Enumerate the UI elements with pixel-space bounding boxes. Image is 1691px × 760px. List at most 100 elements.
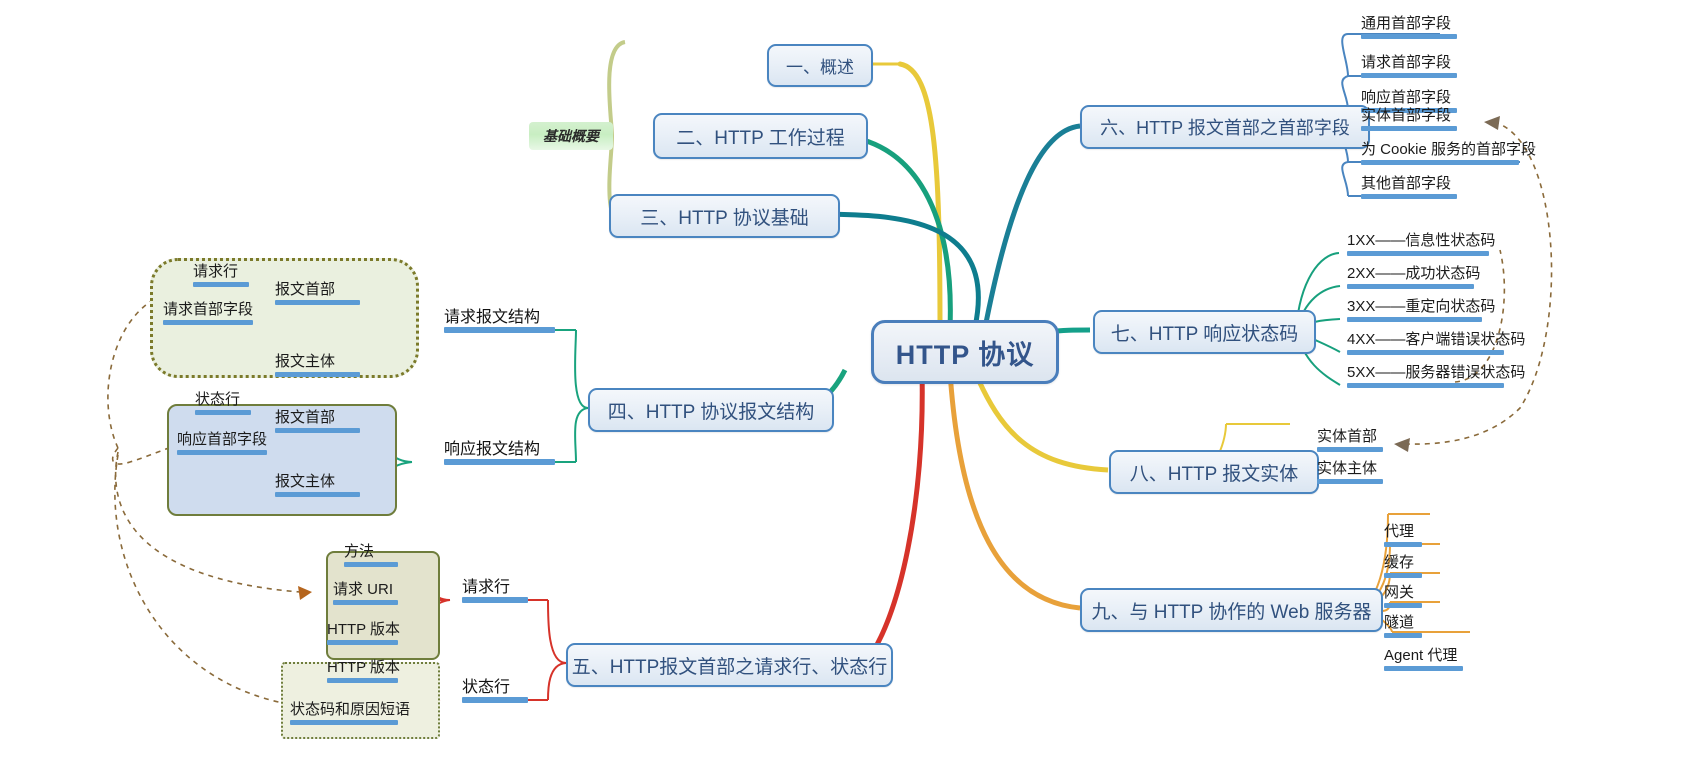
leaf-label: Agent 代理 [1384, 647, 1458, 664]
branch-label: 九、与 HTTP 协作的 Web 服务器 [1091, 601, 1372, 623]
leaf-label: 2XX——成功状态码 [1347, 265, 1481, 282]
leaf-underline [275, 492, 360, 497]
leaf-underline [444, 459, 555, 465]
leaf-underline [1384, 666, 1463, 671]
leaf-label: 响应首部字段 [177, 431, 268, 448]
branch-node-overview-3[interactable]: 三、HTTP 协议基础 [609, 194, 840, 238]
leaf-http-version-request[interactable]: HTTP 版本 [327, 620, 400, 645]
leaf-request-header-fields[interactable]: 请求首部字段 [163, 300, 254, 325]
leaf-label: 报文首部 [275, 409, 336, 426]
leaf-underline [195, 410, 251, 415]
leaf-underline [1347, 284, 1474, 289]
group-response-message [167, 404, 397, 516]
leaf-response-structure[interactable]: 响应报文结构 [444, 440, 555, 465]
leaf-label: 其他首部字段 [1361, 175, 1452, 192]
leaf-request-body[interactable]: 报文主体 [275, 352, 360, 377]
leaf-eight-1[interactable]: 实体首部 [1317, 427, 1383, 452]
branch-node-overview-1[interactable]: 一、概述 [767, 44, 873, 87]
leaf-request-line-ref[interactable]: 请求行 [193, 262, 249, 287]
leaf-status-code-reason[interactable]: 状态码和原因短语 [290, 700, 410, 725]
central-topic[interactable]: HTTP 协议 [871, 320, 1059, 384]
leaf-response-body[interactable]: 报文主体 [275, 472, 360, 497]
branch-label: 一、概述 [786, 58, 854, 77]
leaf-label: 代理 [1384, 523, 1415, 540]
branch-node-six[interactable]: 六、HTTP 报文首部之首部字段 [1080, 105, 1370, 149]
leaf-underline [1347, 350, 1504, 355]
leaf-underline [163, 320, 253, 325]
leaf-label: 请求首部字段 [163, 301, 254, 318]
leaf-underline [1384, 633, 1422, 638]
branch-label: 六、HTTP 报文首部之首部字段 [1100, 118, 1350, 138]
leaf-underline [1361, 160, 1519, 165]
leaf-status-line-ref[interactable]: 状态行 [195, 390, 251, 415]
leaf-underline [1384, 542, 1422, 547]
leaf-seven-2[interactable]: 2XX——成功状态码 [1347, 264, 1480, 289]
leaf-label: 请求 URI [333, 581, 394, 598]
leaf-six-2[interactable]: 请求首部字段 [1361, 53, 1457, 78]
leaf-request-line[interactable]: 请求行 [462, 578, 528, 603]
leaf-eight-2[interactable]: 实体主体 [1317, 459, 1383, 484]
leaf-request-structure[interactable]: 请求报文结构 [444, 308, 555, 333]
leaf-label: 请求首部字段 [1361, 54, 1452, 71]
branch-node-four[interactable]: 四、HTTP 协议报文结构 [588, 388, 834, 432]
leaf-seven-1[interactable]: 1XX——信息性状态码 [1347, 231, 1495, 256]
leaf-underline [275, 428, 360, 433]
leaf-six-6[interactable]: 其他首部字段 [1361, 174, 1457, 199]
leaf-underline [333, 600, 398, 605]
leaf-label: 隧道 [1384, 614, 1415, 631]
leaf-underline [1347, 317, 1482, 322]
leaf-response-header[interactable]: 报文首部 [275, 408, 360, 433]
branch-label: 三、HTTP 协议基础 [640, 207, 809, 229]
leaf-label: 实体首部字段 [1361, 107, 1452, 124]
leaf-label: 状态行 [462, 679, 511, 696]
branch-node-overview-2[interactable]: 二、HTTP 工作过程 [653, 113, 868, 159]
leaf-response-header-fields[interactable]: 响应首部字段 [177, 430, 268, 455]
leaf-nine-2[interactable]: 缓存 [1384, 553, 1422, 578]
leaf-label: HTTP 版本 [327, 659, 401, 676]
leaf-status-line[interactable]: 状态行 [462, 678, 528, 703]
leaf-underline [1347, 383, 1504, 388]
branch-node-five[interactable]: 五、HTTP报文首部之请求行、状态行 [566, 643, 893, 687]
leaf-underline [1361, 194, 1457, 199]
leaf-six-1[interactable]: 通用首部字段 [1361, 14, 1457, 39]
leaf-label: 报文主体 [275, 353, 336, 370]
leaf-underline [275, 372, 360, 377]
leaf-seven-4[interactable]: 4XX——客户端错误状态码 [1347, 330, 1525, 355]
leaf-label: 为 Cookie 服务的首部字段 [1361, 141, 1537, 158]
leaf-underline [1347, 251, 1489, 256]
leaf-six-5[interactable]: 为 Cookie 服务的首部字段 [1361, 140, 1536, 165]
leaf-label: 缓存 [1384, 554, 1415, 571]
leaf-seven-3[interactable]: 3XX——重定向状态码 [1347, 297, 1495, 322]
leaf-underline [177, 450, 267, 455]
leaf-label: 实体首部 [1317, 428, 1378, 445]
leaf-underline [462, 597, 528, 603]
leaf-nine-5[interactable]: Agent 代理 [1384, 646, 1463, 671]
leaf-request-uri[interactable]: 请求 URI [333, 580, 398, 605]
leaf-label: 请求行 [462, 579, 511, 596]
leaf-http-version-status[interactable]: HTTP 版本 [327, 658, 401, 683]
leaf-nine-1[interactable]: 代理 [1384, 522, 1422, 547]
leaf-label: 5XX——服务器错误状态码 [1347, 364, 1526, 381]
leaf-underline [275, 300, 360, 305]
relationship-label-text: 基础概要 [543, 128, 599, 144]
leaf-label: 报文首部 [275, 281, 336, 298]
leaf-six-3[interactable]: 响应首部字段 [1361, 88, 1457, 113]
leaf-seven-5[interactable]: 5XX——服务器错误状态码 [1347, 363, 1525, 388]
relationship-label-overview[interactable]: 基础概要 [529, 122, 613, 150]
leaf-label: 实体主体 [1317, 460, 1378, 477]
branch-node-seven[interactable]: 七、HTTP 响应状态码 [1093, 310, 1316, 354]
leaf-request-header[interactable]: 报文首部 [275, 280, 360, 305]
leaf-underline [1361, 73, 1457, 78]
branch-label: 八、HTTP 报文实体 [1129, 463, 1299, 485]
leaf-underline [193, 282, 249, 287]
branch-label: 四、HTTP 协议报文结构 [607, 401, 815, 423]
leaf-six-4[interactable]: 实体首部字段 [1361, 106, 1457, 131]
leaf-underline [444, 327, 555, 333]
leaf-underline [327, 640, 398, 645]
leaf-nine-4[interactable]: 隧道 [1384, 613, 1422, 638]
leaf-underline [1384, 603, 1422, 608]
leaf-nine-3[interactable]: 网关 [1384, 583, 1422, 608]
branch-node-nine[interactable]: 九、与 HTTP 协作的 Web 服务器 [1080, 588, 1383, 632]
branch-node-eight[interactable]: 八、HTTP 报文实体 [1109, 450, 1319, 494]
leaf-method[interactable]: 方法 [344, 542, 398, 567]
